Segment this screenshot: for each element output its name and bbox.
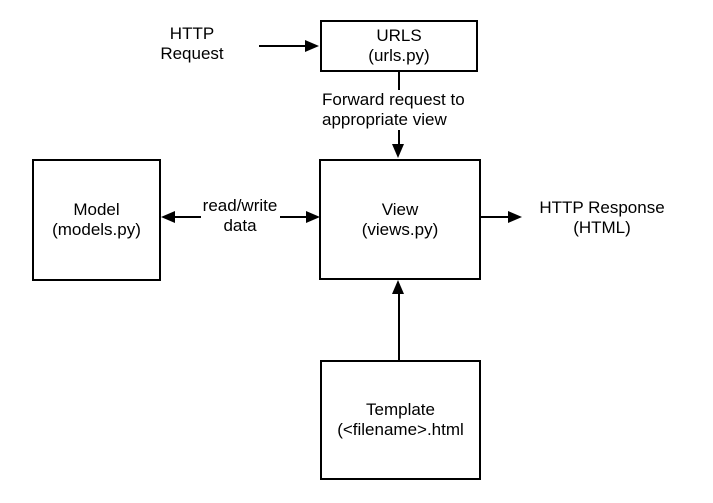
arrow-view-to-response-shaft — [481, 216, 509, 218]
http-response-label-line1: HTTP Response — [539, 198, 665, 217]
arrow-urls-to-view-head-icon — [392, 144, 404, 158]
forward-request-label-line1: Forward request to — [322, 90, 465, 109]
node-template: Template (<filename>.html — [320, 360, 481, 480]
node-urls: URLS (urls.py) — [320, 20, 478, 72]
forward-request-label: Forward request to appropriate view — [322, 90, 497, 130]
node-view-subtitle: (views.py) — [361, 219, 439, 239]
arrow-template-to-view-head-icon — [392, 280, 404, 294]
arrow-view-to-model-shaft — [174, 216, 201, 218]
node-view-title: View — [381, 199, 419, 219]
arrow-urls-to-view-shaft-lower — [398, 130, 400, 146]
http-request-label-line1: HTTP — [169, 24, 215, 43]
node-urls-title: URLS — [376, 26, 422, 45]
http-response-label: HTTP Response (HTML) — [522, 198, 682, 238]
arrow-template-to-view-shaft — [398, 293, 400, 360]
read-write-data-label: read/write data — [190, 196, 290, 236]
arrow-request-to-urls-shaft — [259, 45, 306, 47]
node-view: View (views.py) — [319, 159, 481, 280]
forward-request-label-line2: appropriate view — [322, 110, 447, 129]
http-request-label: HTTP Request — [130, 24, 254, 64]
node-template-subtitle: (<filename>.html — [337, 420, 464, 439]
arrow-urls-to-view-shaft-upper — [398, 72, 400, 90]
node-model-subtitle: (models.py) — [52, 220, 141, 239]
read-write-data-label-line1: read/write — [202, 196, 278, 215]
node-urls-subtitle: (urls.py) — [368, 46, 430, 65]
arrow-model-to-view-head-icon — [306, 211, 320, 223]
node-model: Model (models.py) — [32, 159, 161, 281]
node-template-title: Template — [366, 400, 435, 419]
arrow-view-to-response-head-icon — [508, 211, 522, 223]
arrow-request-to-urls-head-icon — [305, 40, 319, 52]
arrow-view-to-model-head-icon — [161, 211, 175, 223]
read-write-data-label-line2: data — [223, 216, 257, 235]
http-response-label-line2: (HTML) — [573, 218, 631, 237]
node-model-title: Model — [73, 200, 120, 219]
arrow-model-to-view-shaft — [280, 216, 307, 218]
http-request-label-line2: Request — [160, 44, 224, 63]
